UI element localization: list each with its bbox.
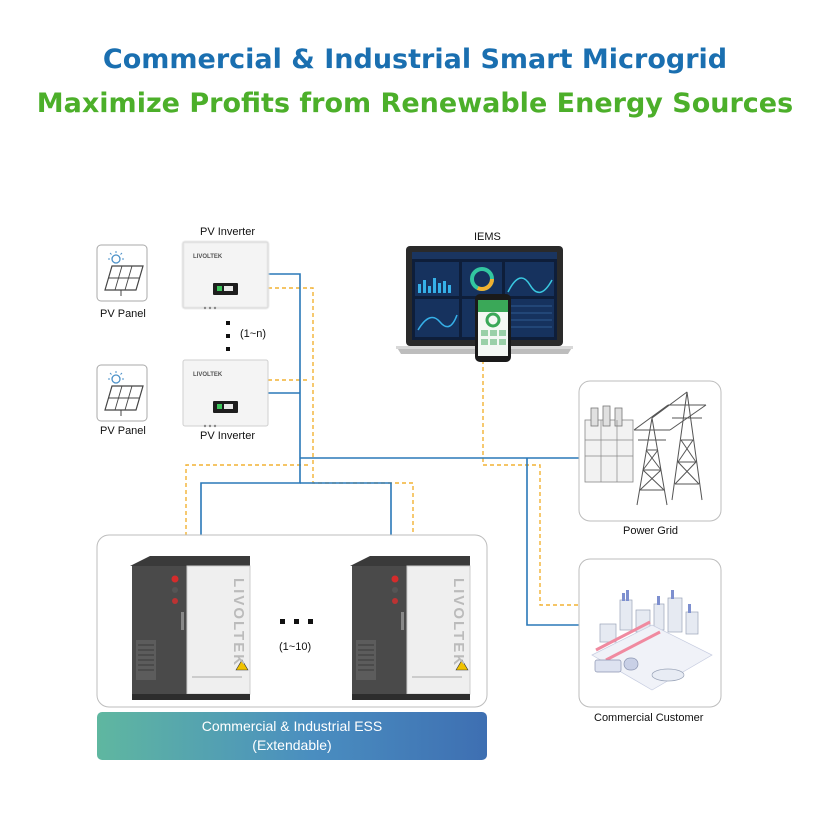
phone-icon [475,294,511,362]
pv-inverter-icon: LIVOLTEK [181,240,270,310]
solar-panel-icon [96,244,148,302]
power-grid-card [578,380,722,522]
ess-banner: Commercial & Industrial ESS (Extendable) [97,712,487,760]
ess-brand: LIVOLTEK [450,578,467,667]
pv-inverter-label-top: PV Inverter [200,226,256,238]
ess-banner-subtitle: (Extendable) [252,737,332,753]
pv-inverter-icon: LIVOLTEK [182,359,269,428]
inverter-brand: LIVOLTEK [193,254,223,260]
pv-panel-label-bottom: PV Panel [100,425,146,437]
iems-label: IEMS [474,231,501,243]
pv-panel-label-top: PV Panel [100,308,146,320]
pv-inverter-label-bottom: PV Inverter [200,430,256,442]
commercial-customer-icon [591,590,713,691]
solar-panel-icon [96,364,148,422]
ess-count-label: (1~10) [279,641,312,653]
laptop-icon [396,246,573,354]
power-lines [200,273,580,626]
ellipsis-horizontal-icon [280,619,313,624]
page-subtitle: Maximize Profits from Renewable Energy S… [36,88,794,119]
power-grid-label: Power Grid [623,525,679,537]
page-title: Commercial & Industrial Smart Microgrid [102,44,728,75]
commercial-customer-label: Commercial Customer [594,712,704,724]
inverter-count-label: (1~n) [240,328,266,340]
ess-banner-title: Commercial & Industrial ESS [201,718,383,734]
ess-cabinet-icon: LIVOLTEK [350,556,471,700]
ess-brand: LIVOLTEK [230,578,247,667]
power-grid-icon [584,391,707,506]
inverter-brand: LIVOLTEK [193,372,223,378]
ess-cabinet-icon: LIVOLTEK [130,556,251,700]
ellipsis-vertical-icon [226,321,230,351]
